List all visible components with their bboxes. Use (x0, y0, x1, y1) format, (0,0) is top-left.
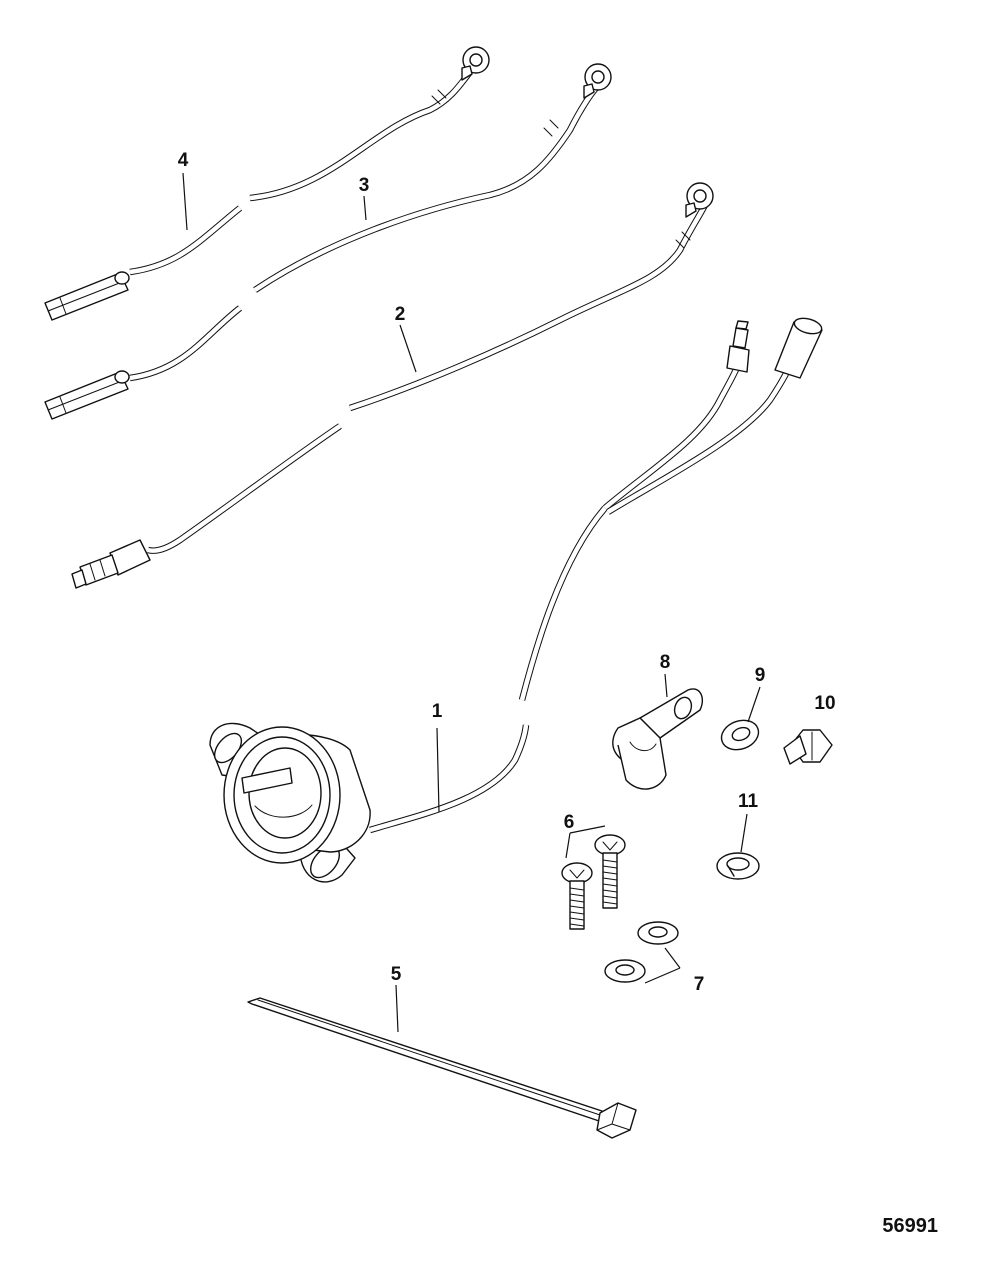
ring-terminal (685, 182, 714, 218)
harness-female-sleeve (774, 317, 823, 379)
callout-11: 11 (738, 791, 759, 812)
flat-washer-part-9 (720, 719, 760, 751)
ignition-switch (209, 722, 371, 883)
callout-7: 7 (694, 974, 705, 995)
callout-10: 10 (814, 693, 835, 714)
callout-6: 6 (564, 812, 575, 833)
lead-wire-part-3 (44, 63, 612, 420)
callout-4: 4 (178, 150, 189, 171)
callout-5: 5 (391, 964, 402, 985)
callout-9: 9 (755, 665, 766, 686)
screw (594, 834, 626, 909)
washers-part-7 (604, 921, 679, 983)
cable-tie-part-5 (247, 997, 637, 1139)
bullet-connector (44, 370, 130, 420)
lead-wire-part-2 (71, 182, 714, 589)
harness-male-bullet (726, 320, 750, 373)
lead-wire-part-4 (44, 46, 490, 321)
callout-1: 1 (432, 701, 443, 722)
switch-assembly-part-1 (209, 317, 823, 883)
screws-part-6 (561, 834, 626, 930)
callout-3: 3 (359, 175, 370, 196)
bullet-connector (44, 271, 130, 321)
leader-lines (182, 172, 761, 1033)
callout-8: 8 (660, 652, 671, 673)
lock-washer-part-11 (716, 852, 760, 880)
washer (637, 921, 679, 945)
hex-bolt-part-10 (783, 729, 833, 765)
male-bullet-plug (71, 539, 151, 589)
screw (561, 862, 593, 930)
cable-clamp-part-8 (612, 688, 704, 790)
ring-terminal (583, 63, 612, 99)
ring-terminal (461, 46, 490, 81)
figure-number: 56991 (882, 1215, 938, 1237)
callout-labels: 1 2 3 4 5 6 7 8 9 10 11 (178, 150, 836, 995)
callout-2: 2 (395, 304, 406, 325)
washer (604, 959, 646, 983)
